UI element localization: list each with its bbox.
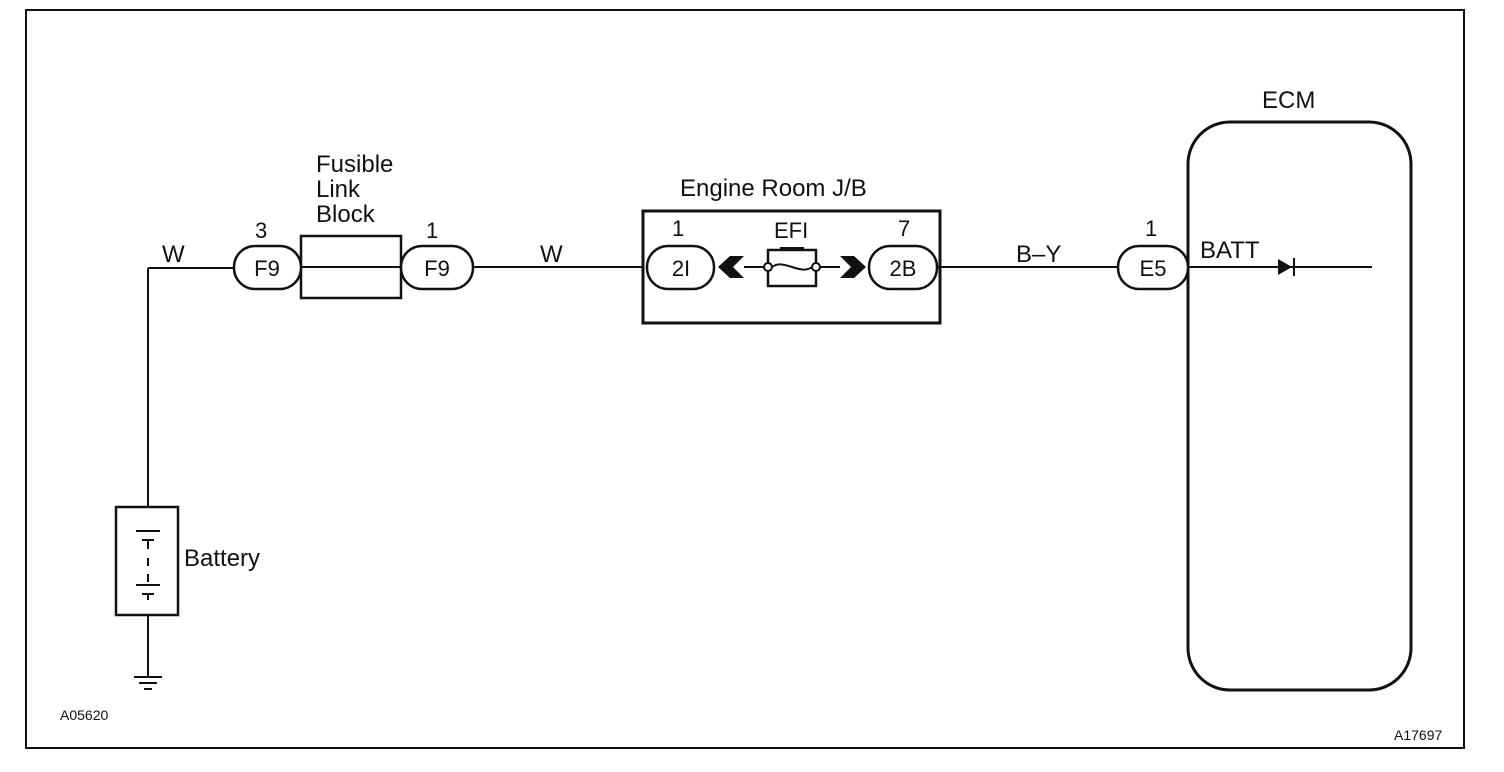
reference-code-right: A17697: [1394, 727, 1442, 743]
connector-2i-pin: 1: [672, 216, 684, 241]
wire-color-label-fl-jb: W: [540, 241, 563, 268]
diagram-frame: [25, 9, 1465, 749]
fusible-link-label-line-2: Link: [316, 176, 361, 203]
chevron-left-icon: [718, 256, 744, 278]
ecm-label: ECM: [1262, 87, 1315, 114]
connector-f9-in-pin: 3: [255, 218, 267, 243]
wire-color-label-battery: W: [162, 241, 185, 268]
connector-2b-pin: 7: [898, 216, 910, 241]
reference-code-left: A05620: [60, 707, 108, 723]
efi-fuse-label: EFI: [774, 218, 808, 243]
connector-f9-out-code: F9: [424, 256, 450, 281]
fusible-link-label-line-3: Block: [316, 201, 376, 228]
chevron-right-icon: [840, 256, 866, 278]
fusible-link-label-line-1: Fusible: [316, 151, 393, 178]
wire-color-label-jb-ecm: B–Y: [1016, 241, 1061, 268]
connector-2b-code: 2B: [890, 256, 917, 281]
connector-2i: [645, 244, 716, 291]
connector-f9-in: [232, 244, 303, 291]
connector-f9-in-code: F9: [254, 256, 280, 281]
connector-e5-pin: 1: [1145, 216, 1157, 241]
fuse-icon: [763, 247, 821, 288]
connector-f9-out-pin: 1: [426, 218, 438, 243]
battery-label: Battery: [184, 545, 260, 572]
engine-room-jb-label: Engine Room J/B: [680, 175, 867, 202]
connector-e5-code: E5: [1140, 256, 1167, 281]
ecm-box: [1186, 120, 1413, 692]
battery-symbol: [114, 505, 180, 617]
diode-icon: [1278, 258, 1295, 276]
ecm-terminal-label: BATT: [1200, 237, 1260, 264]
ground-icon: [134, 676, 162, 690]
connector-2i-code: 2I: [672, 256, 690, 281]
